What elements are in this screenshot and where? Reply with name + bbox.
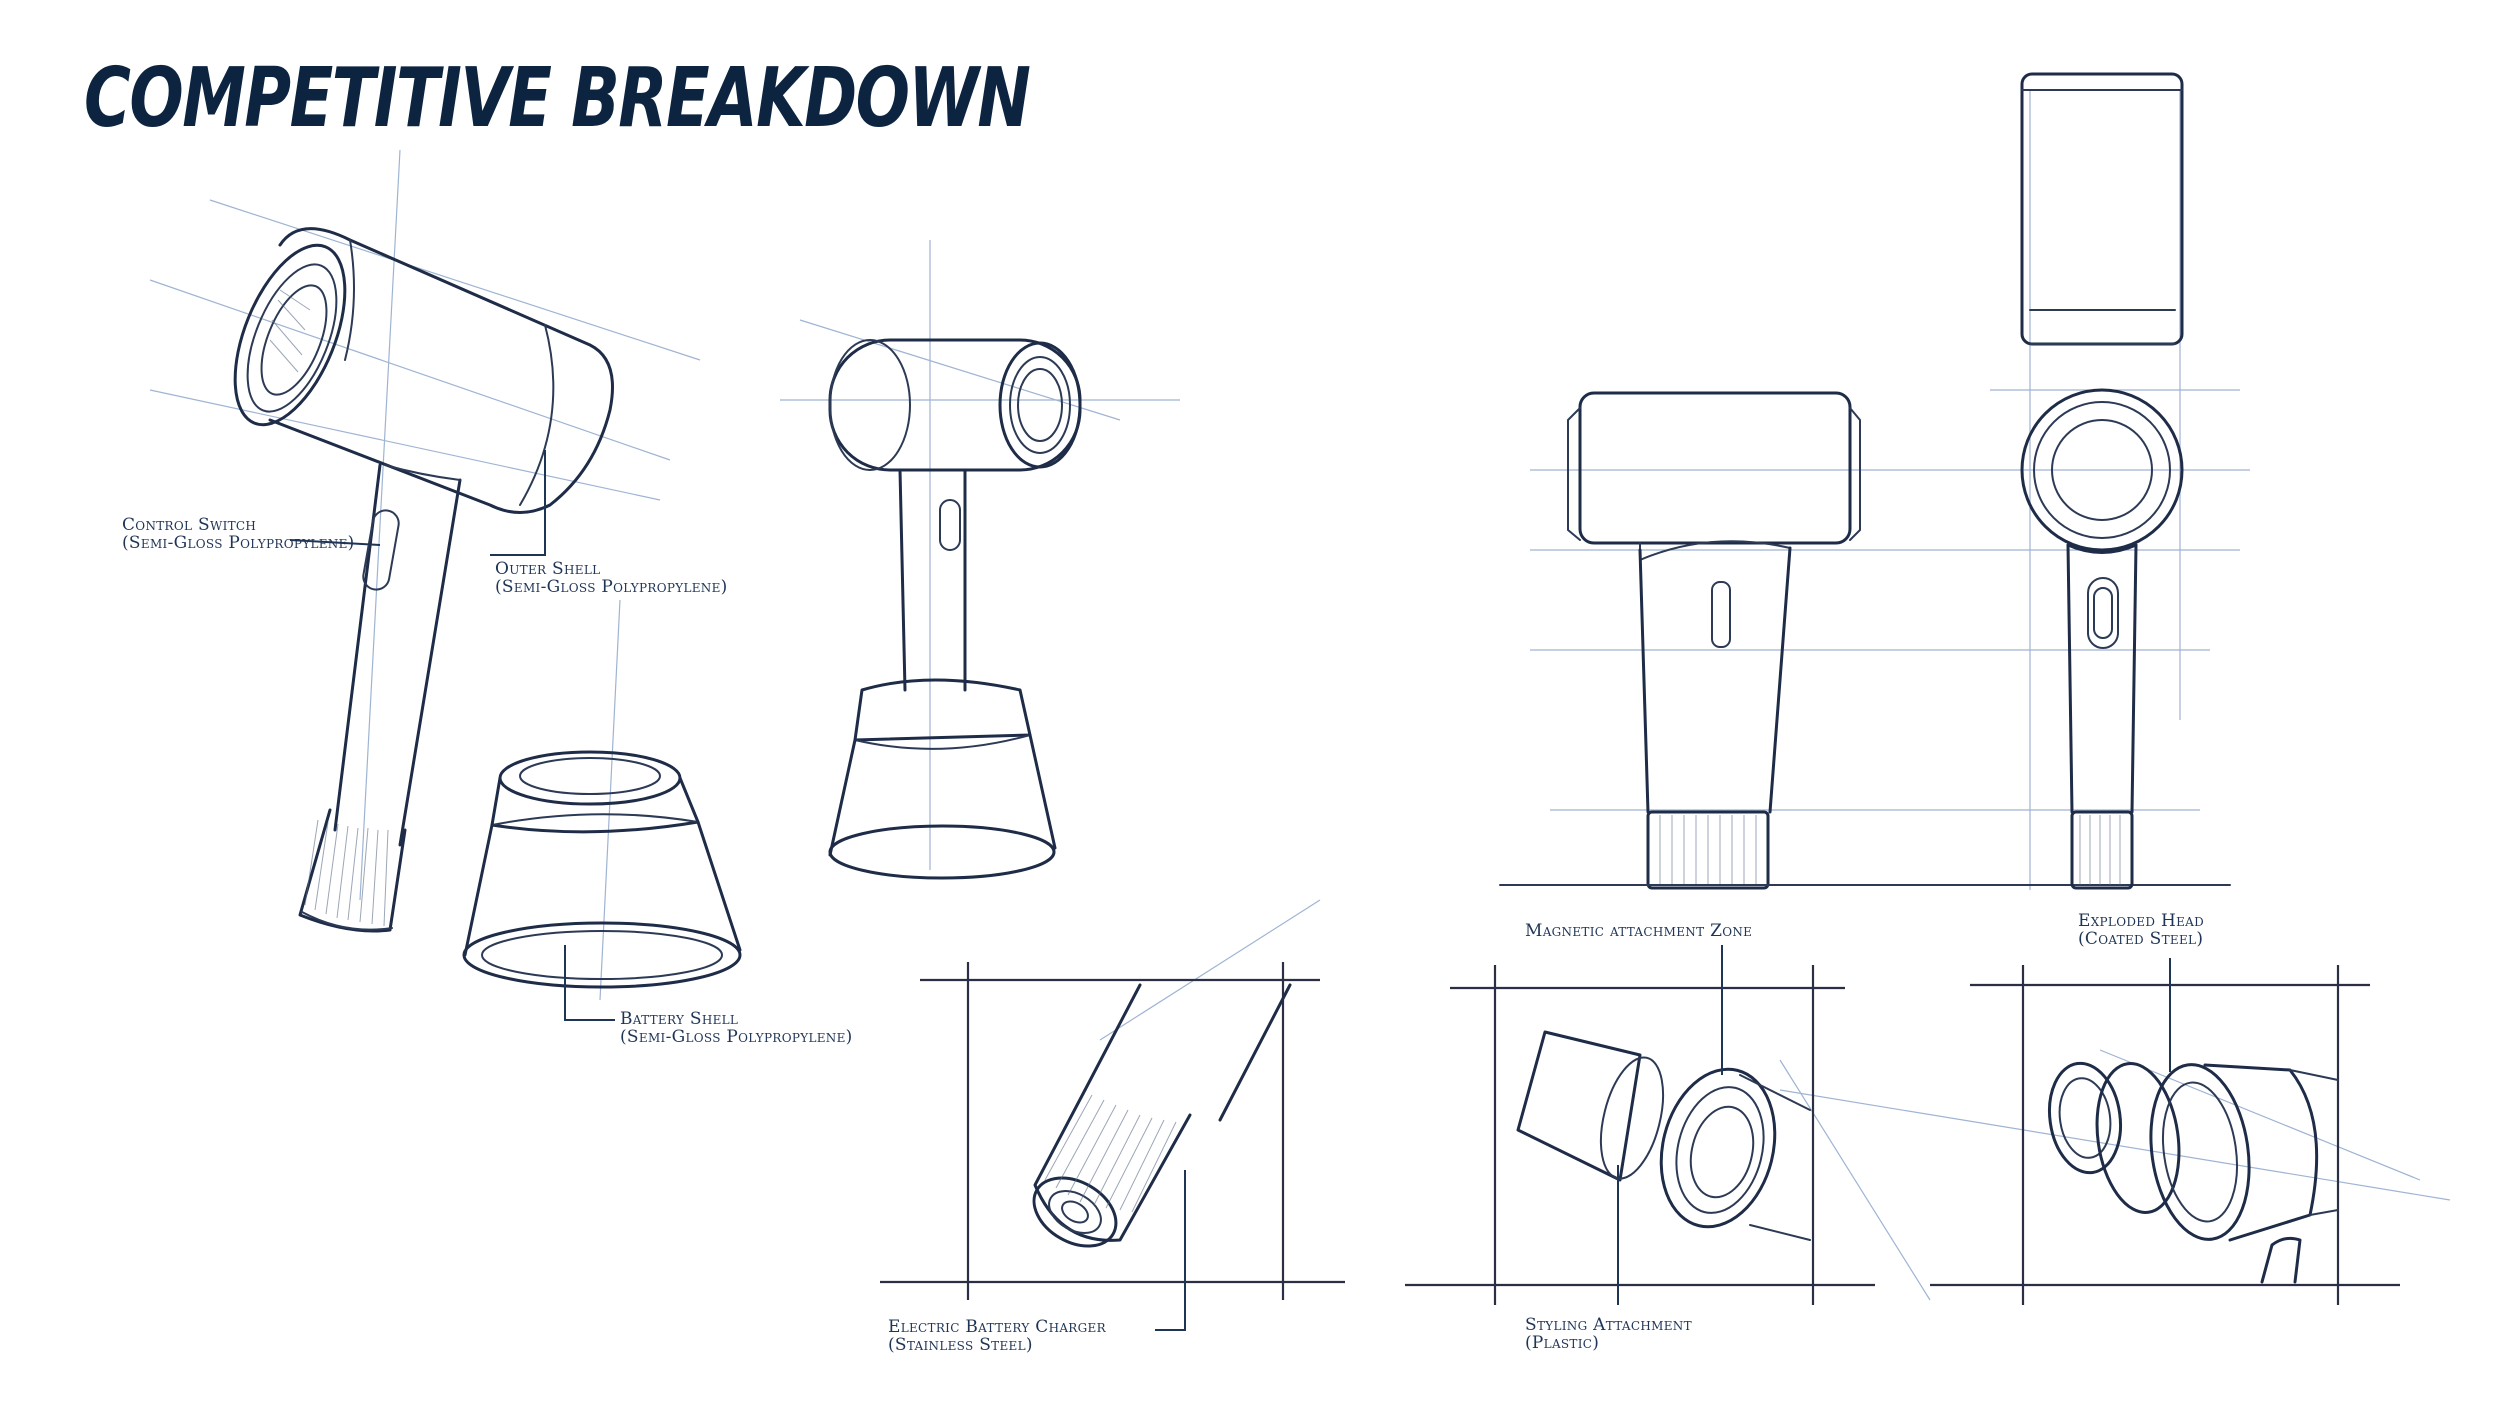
callout-control-switch: Control Switch (Semi-Gloss Polypropylene… bbox=[122, 516, 355, 552]
detail-frame-charger bbox=[880, 962, 1345, 1300]
callout-magnetic-zone: Magnetic attachment Zone bbox=[1525, 922, 1752, 940]
leader-lines bbox=[289, 450, 2171, 1331]
callout-exploded-head-material: (Coated Steel) bbox=[2078, 929, 2204, 949]
callout-outer-shell: Outer Shell (Semi-Gloss Polypropylene) bbox=[495, 560, 728, 596]
page-title: COMPETITIVE BREAKDOWN bbox=[84, 51, 1031, 146]
callout-control-switch-material: (Semi-Gloss Polypropylene) bbox=[122, 533, 355, 553]
leader-battery-shell bbox=[564, 945, 615, 1021]
callout-styling-attachment-material: (Plastic) bbox=[1525, 1333, 1600, 1353]
battery-shell-sketch bbox=[462, 750, 742, 989]
callout-outer-shell-material: (Semi-Gloss Polypropylene) bbox=[495, 577, 728, 597]
detail-frame-exploded bbox=[1930, 965, 2400, 1305]
callout-battery-shell: Battery Shell (Semi-Gloss Polypropylene) bbox=[620, 1010, 853, 1046]
callout-battery-shell-name: Battery Shell bbox=[620, 1009, 739, 1029]
callout-exploded-head-name: Exploded Head bbox=[2078, 911, 2205, 931]
leader-outer-shell bbox=[490, 450, 546, 556]
perspective-dryer-sketch bbox=[233, 227, 614, 933]
callout-battery-charger: Electric Battery Charger (Stainless Stee… bbox=[888, 1318, 1106, 1354]
dryer-on-stand-sketch bbox=[828, 338, 1082, 880]
callout-battery-charger-name: Electric Battery Charger bbox=[888, 1317, 1106, 1337]
construction-lines bbox=[149, 90, 2451, 1301]
callout-styling-attachment-name: Styling Attachment bbox=[1525, 1315, 1692, 1335]
callout-battery-shell-material: (Semi-Gloss Polypropylene) bbox=[620, 1027, 853, 1047]
side-view-sketch bbox=[1499, 391, 2231, 890]
callout-magnetic-zone-name: Magnetic attachment Zone bbox=[1525, 921, 1753, 941]
detail-frame-magnetic bbox=[1405, 965, 1875, 1305]
front-view-sketch bbox=[2020, 72, 2184, 890]
callout-styling-attachment: Styling Attachment (Plastic) bbox=[1525, 1316, 1692, 1352]
leader-battery-charger bbox=[1155, 1170, 1186, 1331]
callout-outer-shell-name: Outer Shell bbox=[495, 559, 601, 579]
callout-battery-charger-material: (Stainless Steel) bbox=[888, 1335, 1033, 1355]
callout-control-switch-name: Control Switch bbox=[122, 515, 257, 535]
callout-exploded-head: Exploded Head (Coated Steel) bbox=[2078, 912, 2204, 948]
leader-control-switch bbox=[289, 539, 381, 546]
